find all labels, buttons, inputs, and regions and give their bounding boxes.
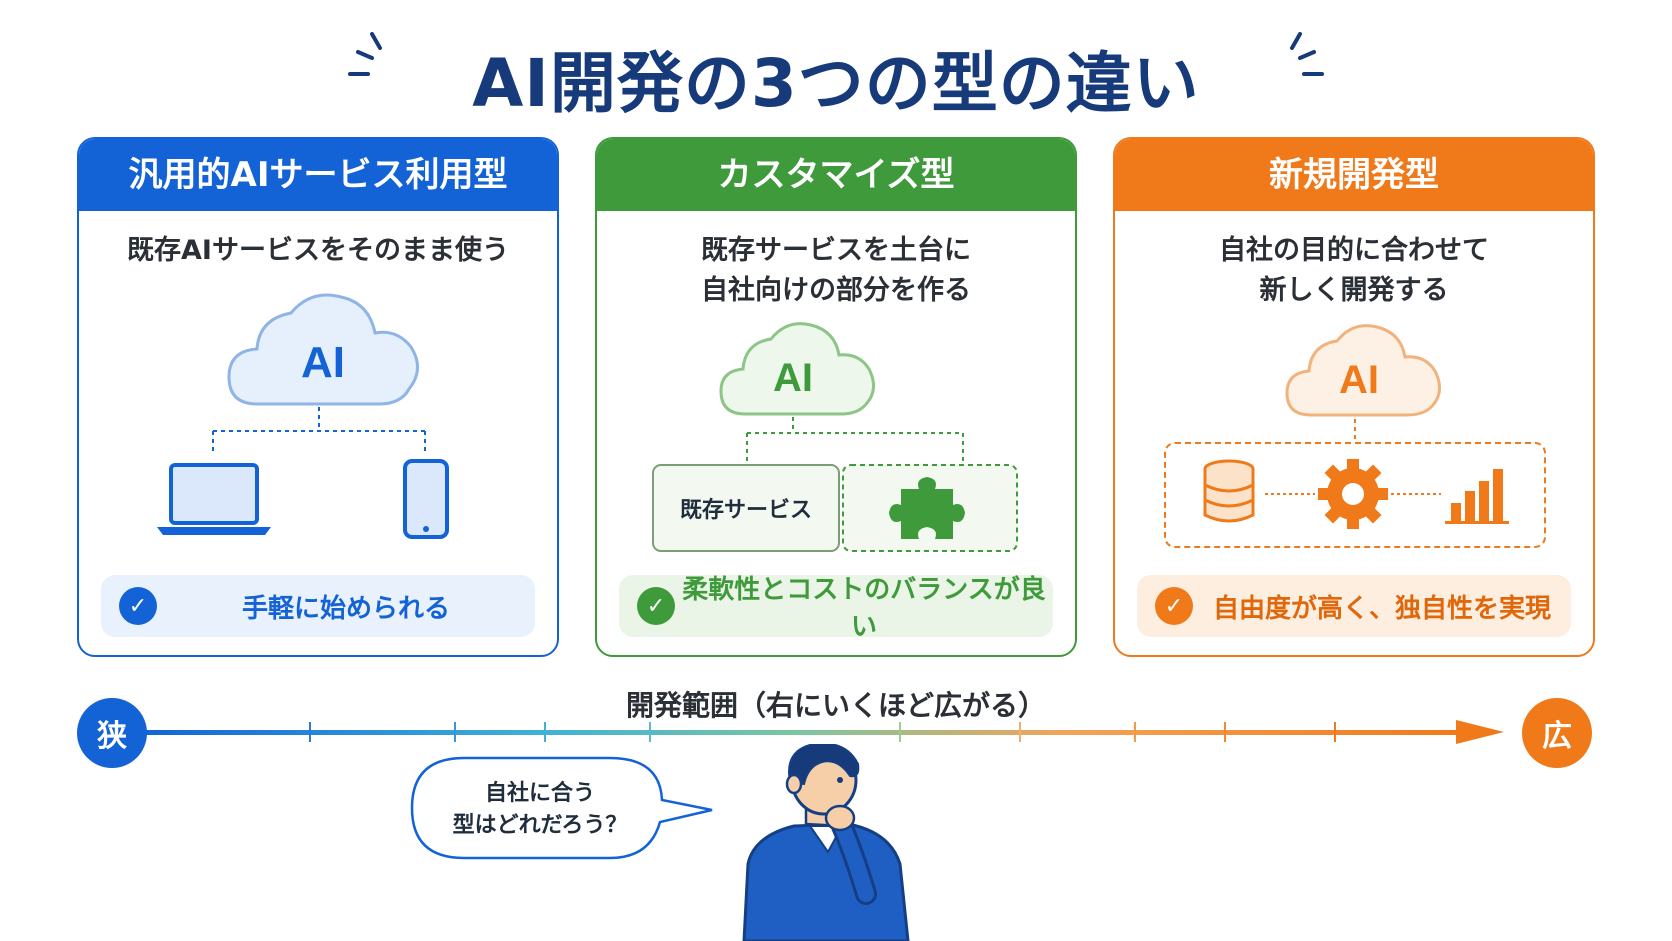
existing-service-box (652, 464, 840, 552)
card-description-line: 自社向けの部分を作る (701, 275, 971, 306)
card-header: 汎用的AIサービス利用型 (79, 139, 557, 211)
page-title: AI開発の3つの型の違い (472, 45, 1200, 122)
card-header: カスタマイズ型 (597, 139, 1075, 211)
speech-bubble-text: 自社に合う 型はどれだろう？ (414, 778, 666, 842)
cloud-ai-label: AI (301, 338, 345, 387)
smartphone-icon (403, 459, 449, 539)
connector-lines (212, 407, 426, 455)
cloud-icon (227, 293, 419, 406)
cloud-icon (719, 322, 875, 416)
cloud-ai-label: AI (1339, 358, 1379, 402)
card-description: 既存サービスを土台に 自社向けの部分を作る (597, 231, 1075, 311)
person-head (785, 744, 860, 828)
benefit-box: ✓ 自由度が高く、独自性を実現 (1137, 575, 1571, 637)
card-description-line: 新しく開発する (1259, 275, 1449, 306)
benefit-text: 手軽に始められる (241, 593, 450, 624)
person-hand (824, 804, 877, 905)
check-icon: ✓ (637, 587, 675, 625)
puzzle-piece-icon (889, 477, 965, 539)
axis-arrow-icon (1456, 720, 1504, 744)
existing-service-label: 既存サービス (680, 497, 812, 523)
thinking-person-illustration (742, 744, 910, 941)
person-body (742, 822, 910, 941)
sparkle-left-icon (348, 32, 382, 76)
axis-label: 開発範囲（右にいくほど広がる） (625, 689, 1046, 722)
card-description-line: 既存サービスを土台に (701, 235, 971, 266)
axis-start-narrow: 狭 (77, 698, 147, 768)
axis-ticks (309, 722, 1336, 742)
database-icon (1203, 459, 1255, 523)
speech-bubble (410, 756, 713, 860)
check-icon: ✓ (119, 587, 157, 625)
connector-lines (746, 417, 964, 467)
cloud-system-diagram: AI (1164, 324, 1546, 548)
benefit-box: ✓ 手軽に始められる (101, 575, 535, 637)
gear-icon (1318, 459, 1388, 529)
bar-chart-icon (1445, 469, 1509, 524)
cloud-devices-diagram: AI (157, 293, 449, 539)
system-box (1164, 442, 1546, 548)
check-icon: ✓ (1155, 587, 1193, 625)
benefit-text: 柔軟性とコストのバランスが良い (682, 575, 1046, 642)
benefit-text: 自由度が高く、独自性を実現 (1212, 593, 1551, 624)
cloud-ai-label: AI (773, 356, 813, 400)
cloud-icon (1285, 324, 1441, 417)
benefit-box: ✓ 柔軟性とコストのバランスが良い (619, 575, 1053, 642)
axis-line (140, 730, 1460, 735)
card-general-ai: 汎用的AIサービス利用型 既存AIサービスをそのまま使う AI ✓ 手軽に始めら… (77, 137, 559, 657)
axis-end-wide: 広 (1522, 698, 1592, 768)
card-new-development: 新規開発型 自社の目的に合わせて 新しく開発する AI (1113, 137, 1595, 657)
card-description-line: 既存AIサービスをそのまま使う (127, 235, 509, 266)
card-description: 自社の目的に合わせて 新しく開発する (1115, 231, 1593, 311)
speech-line: 型はどれだろう？ (452, 813, 628, 838)
card-header: 新規開発型 (1115, 139, 1593, 211)
card-customize: カスタマイズ型 既存サービスを土台に 自社向けの部分を作る AI 既存サービス … (595, 137, 1077, 657)
sparkle-right-icon (1290, 32, 1324, 76)
card-description-line: 自社の目的に合わせて (1219, 235, 1489, 266)
range-axis (140, 720, 1504, 744)
speech-line: 自社に合う (484, 781, 595, 806)
laptop-icon (157, 463, 271, 535)
cloud-service-diagram: AI 既存サービス (652, 322, 1018, 552)
card-description: 既存AIサービスをそのまま使う (79, 231, 557, 271)
